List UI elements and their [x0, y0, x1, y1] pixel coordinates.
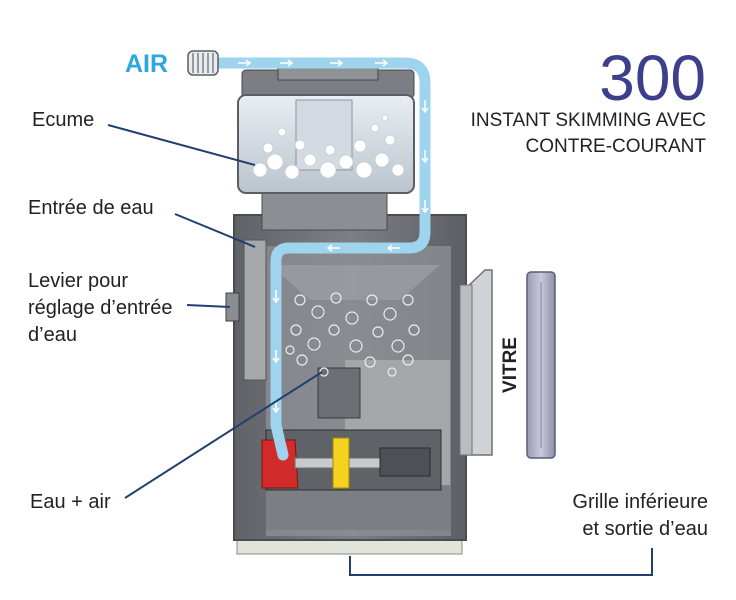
pump-motor: [380, 448, 430, 476]
levier-label-line-1: Levier pour: [28, 270, 128, 292]
grille-label-line-2: et sortie d’eau: [582, 518, 708, 540]
vitre-panel: [527, 272, 555, 458]
collection-cup: [238, 58, 414, 193]
air-intake-icon: [188, 51, 218, 75]
eau-air-label: Eau + air: [30, 491, 111, 513]
vitre-label: VITRE: [500, 337, 521, 393]
grille-label-line-1: Grille inférieure: [572, 491, 708, 513]
lower-chamber: [266, 485, 451, 530]
tagline-line-2: CONTRE-COURANT: [526, 136, 707, 157]
tagline-line-1: INSTANT SKIMMING AVEC: [471, 110, 706, 131]
levier-label-line-3: d’eau: [28, 324, 77, 346]
ecume-label: Ecume: [32, 109, 94, 131]
side-pipe: [244, 240, 266, 380]
levier-label-line-2: réglage d’entrée: [28, 297, 173, 319]
entree-label: Entrée de eau: [28, 197, 154, 219]
leader-levier: [187, 305, 230, 307]
leader-ecume: [108, 125, 255, 165]
model-number: 300: [599, 42, 706, 114]
air-label: AIR: [125, 50, 168, 78]
glass-pane: [460, 270, 492, 455]
impeller-yellow: [333, 438, 349, 488]
skimmer-neck: [262, 190, 387, 230]
